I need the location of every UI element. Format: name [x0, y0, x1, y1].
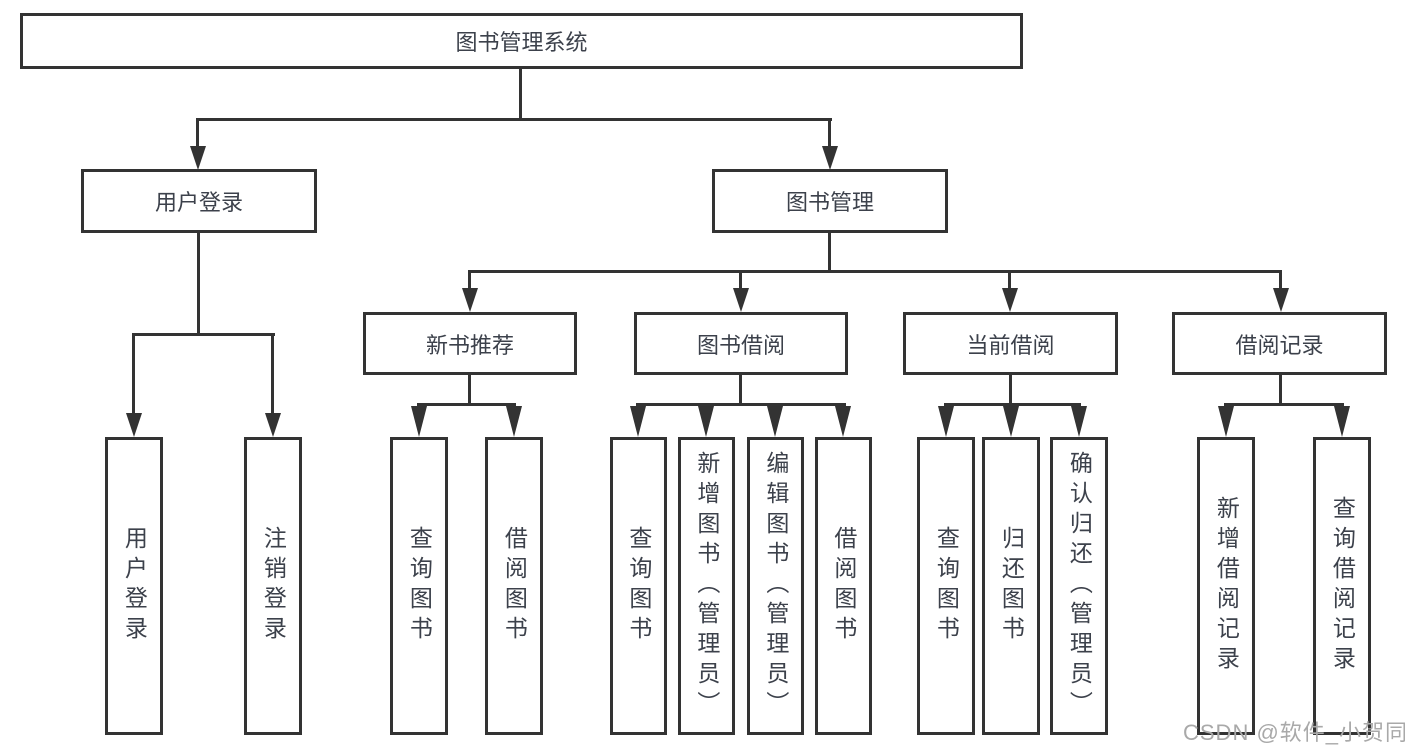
node-book-borrowing: 图书借阅 — [634, 312, 848, 375]
connector-hline — [196, 118, 832, 121]
connector-vline — [271, 333, 274, 415]
arrowhead-down-icon — [835, 406, 851, 437]
leaf-label: 借阅图书 — [501, 526, 528, 646]
leaf-label: 新增图书（管理员） — [693, 451, 720, 721]
connector-vline — [468, 375, 471, 406]
leaf-query-books-borrowing: 查询图书 — [610, 437, 667, 735]
leaf-label: 用户登录 — [121, 526, 148, 646]
node-user-login: 用户登录 — [81, 169, 317, 233]
connector-vline — [468, 270, 471, 290]
connector-vline — [828, 118, 831, 150]
connector-vline — [197, 233, 200, 336]
connector-vline — [196, 118, 199, 150]
arrowhead-down-icon — [126, 413, 142, 437]
leaf-label: 确认归还（管理员） — [1066, 451, 1093, 721]
leaf-edit-books-admin: 编辑图书（管理员） — [747, 437, 804, 735]
connector-vline — [739, 375, 742, 406]
connector-hline — [636, 403, 846, 406]
arrowhead-down-icon — [462, 288, 478, 312]
leaf-label: 查询图书 — [406, 526, 433, 646]
leaf-user-login: 用户登录 — [105, 437, 163, 735]
leaf-label: 借阅图书 — [830, 526, 857, 646]
leaf-add-borrow-record: 新增借阅记录 — [1197, 437, 1255, 735]
arrowhead-down-icon — [1273, 288, 1289, 312]
node-label: 新书推荐 — [425, 332, 514, 358]
arrowhead-down-icon — [1218, 406, 1234, 437]
connector-vline — [1279, 375, 1282, 406]
connector-vline — [1279, 270, 1282, 290]
connector-hline — [417, 403, 516, 406]
arrowhead-down-icon — [190, 146, 206, 170]
leaf-label: 新增借阅记录 — [1213, 496, 1240, 676]
arrowhead-down-icon — [265, 413, 281, 437]
leaf-add-books-admin: 新增图书（管理员） — [678, 437, 735, 735]
connector-vline — [519, 69, 522, 121]
node-borrowing-records: 借阅记录 — [1172, 312, 1387, 375]
arrowhead-down-icon — [698, 406, 714, 437]
connector-hline — [468, 270, 1282, 273]
arrowhead-down-icon — [1002, 288, 1018, 312]
node-label: 借阅记录 — [1235, 332, 1324, 358]
node-label: 用户登录 — [154, 190, 243, 215]
connector-vline — [1008, 270, 1011, 290]
node-label: 图书管理系统 — [455, 30, 588, 55]
node-label: 图书借阅 — [696, 332, 785, 358]
arrowhead-down-icon — [411, 406, 427, 437]
csdn-watermark: CSDN @软件_小贺同学 — [1183, 720, 1405, 745]
arrowhead-down-icon — [1003, 406, 1019, 437]
leaf-label: 查询借阅记录 — [1329, 496, 1356, 676]
connector-vline — [132, 333, 135, 415]
arrowhead-down-icon — [506, 406, 522, 437]
node-label: 当前借阅 — [966, 332, 1055, 358]
arrowhead-down-icon — [1334, 406, 1350, 437]
node-book-management-system: 图书管理系统 — [20, 13, 1023, 69]
leaf-borrow-books-recommend: 借阅图书 — [485, 437, 543, 735]
arrowhead-down-icon — [630, 406, 646, 437]
arrowhead-down-icon — [1071, 406, 1087, 437]
leaf-label: 归还图书 — [998, 526, 1025, 646]
node-book-management: 图书管理 — [712, 169, 948, 233]
leaf-return-books: 归还图书 — [982, 437, 1040, 735]
leaf-query-books-recommend: 查询图书 — [390, 437, 448, 735]
leaf-label: 查询图书 — [625, 526, 652, 646]
connector-vline — [1009, 375, 1012, 406]
arrowhead-down-icon — [733, 288, 749, 312]
connector-hline — [132, 333, 275, 336]
connector-hline — [1224, 403, 1344, 406]
leaf-label: 注销登录 — [260, 526, 287, 646]
leaf-borrow-books-borrowing: 借阅图书 — [815, 437, 872, 735]
leaf-confirm-return-admin: 确认归还（管理员） — [1050, 437, 1108, 735]
connector-hline — [944, 403, 1081, 406]
leaf-logout: 注销登录 — [244, 437, 302, 735]
connector-vline — [828, 233, 831, 273]
leaf-query-borrow-record: 查询借阅记录 — [1313, 437, 1371, 735]
arrowhead-down-icon — [938, 406, 954, 437]
leaf-query-books-current: 查询图书 — [917, 437, 975, 735]
leaf-label: 编辑图书（管理员） — [762, 451, 789, 721]
node-current-borrowing: 当前借阅 — [903, 312, 1118, 375]
node-new-book-recommendation: 新书推荐 — [363, 312, 577, 375]
leaf-label: 查询图书 — [933, 526, 960, 646]
node-label: 图书管理 — [785, 190, 874, 215]
arrowhead-down-icon — [822, 146, 838, 170]
connector-vline — [739, 270, 742, 290]
arrowhead-down-icon — [767, 406, 783, 437]
